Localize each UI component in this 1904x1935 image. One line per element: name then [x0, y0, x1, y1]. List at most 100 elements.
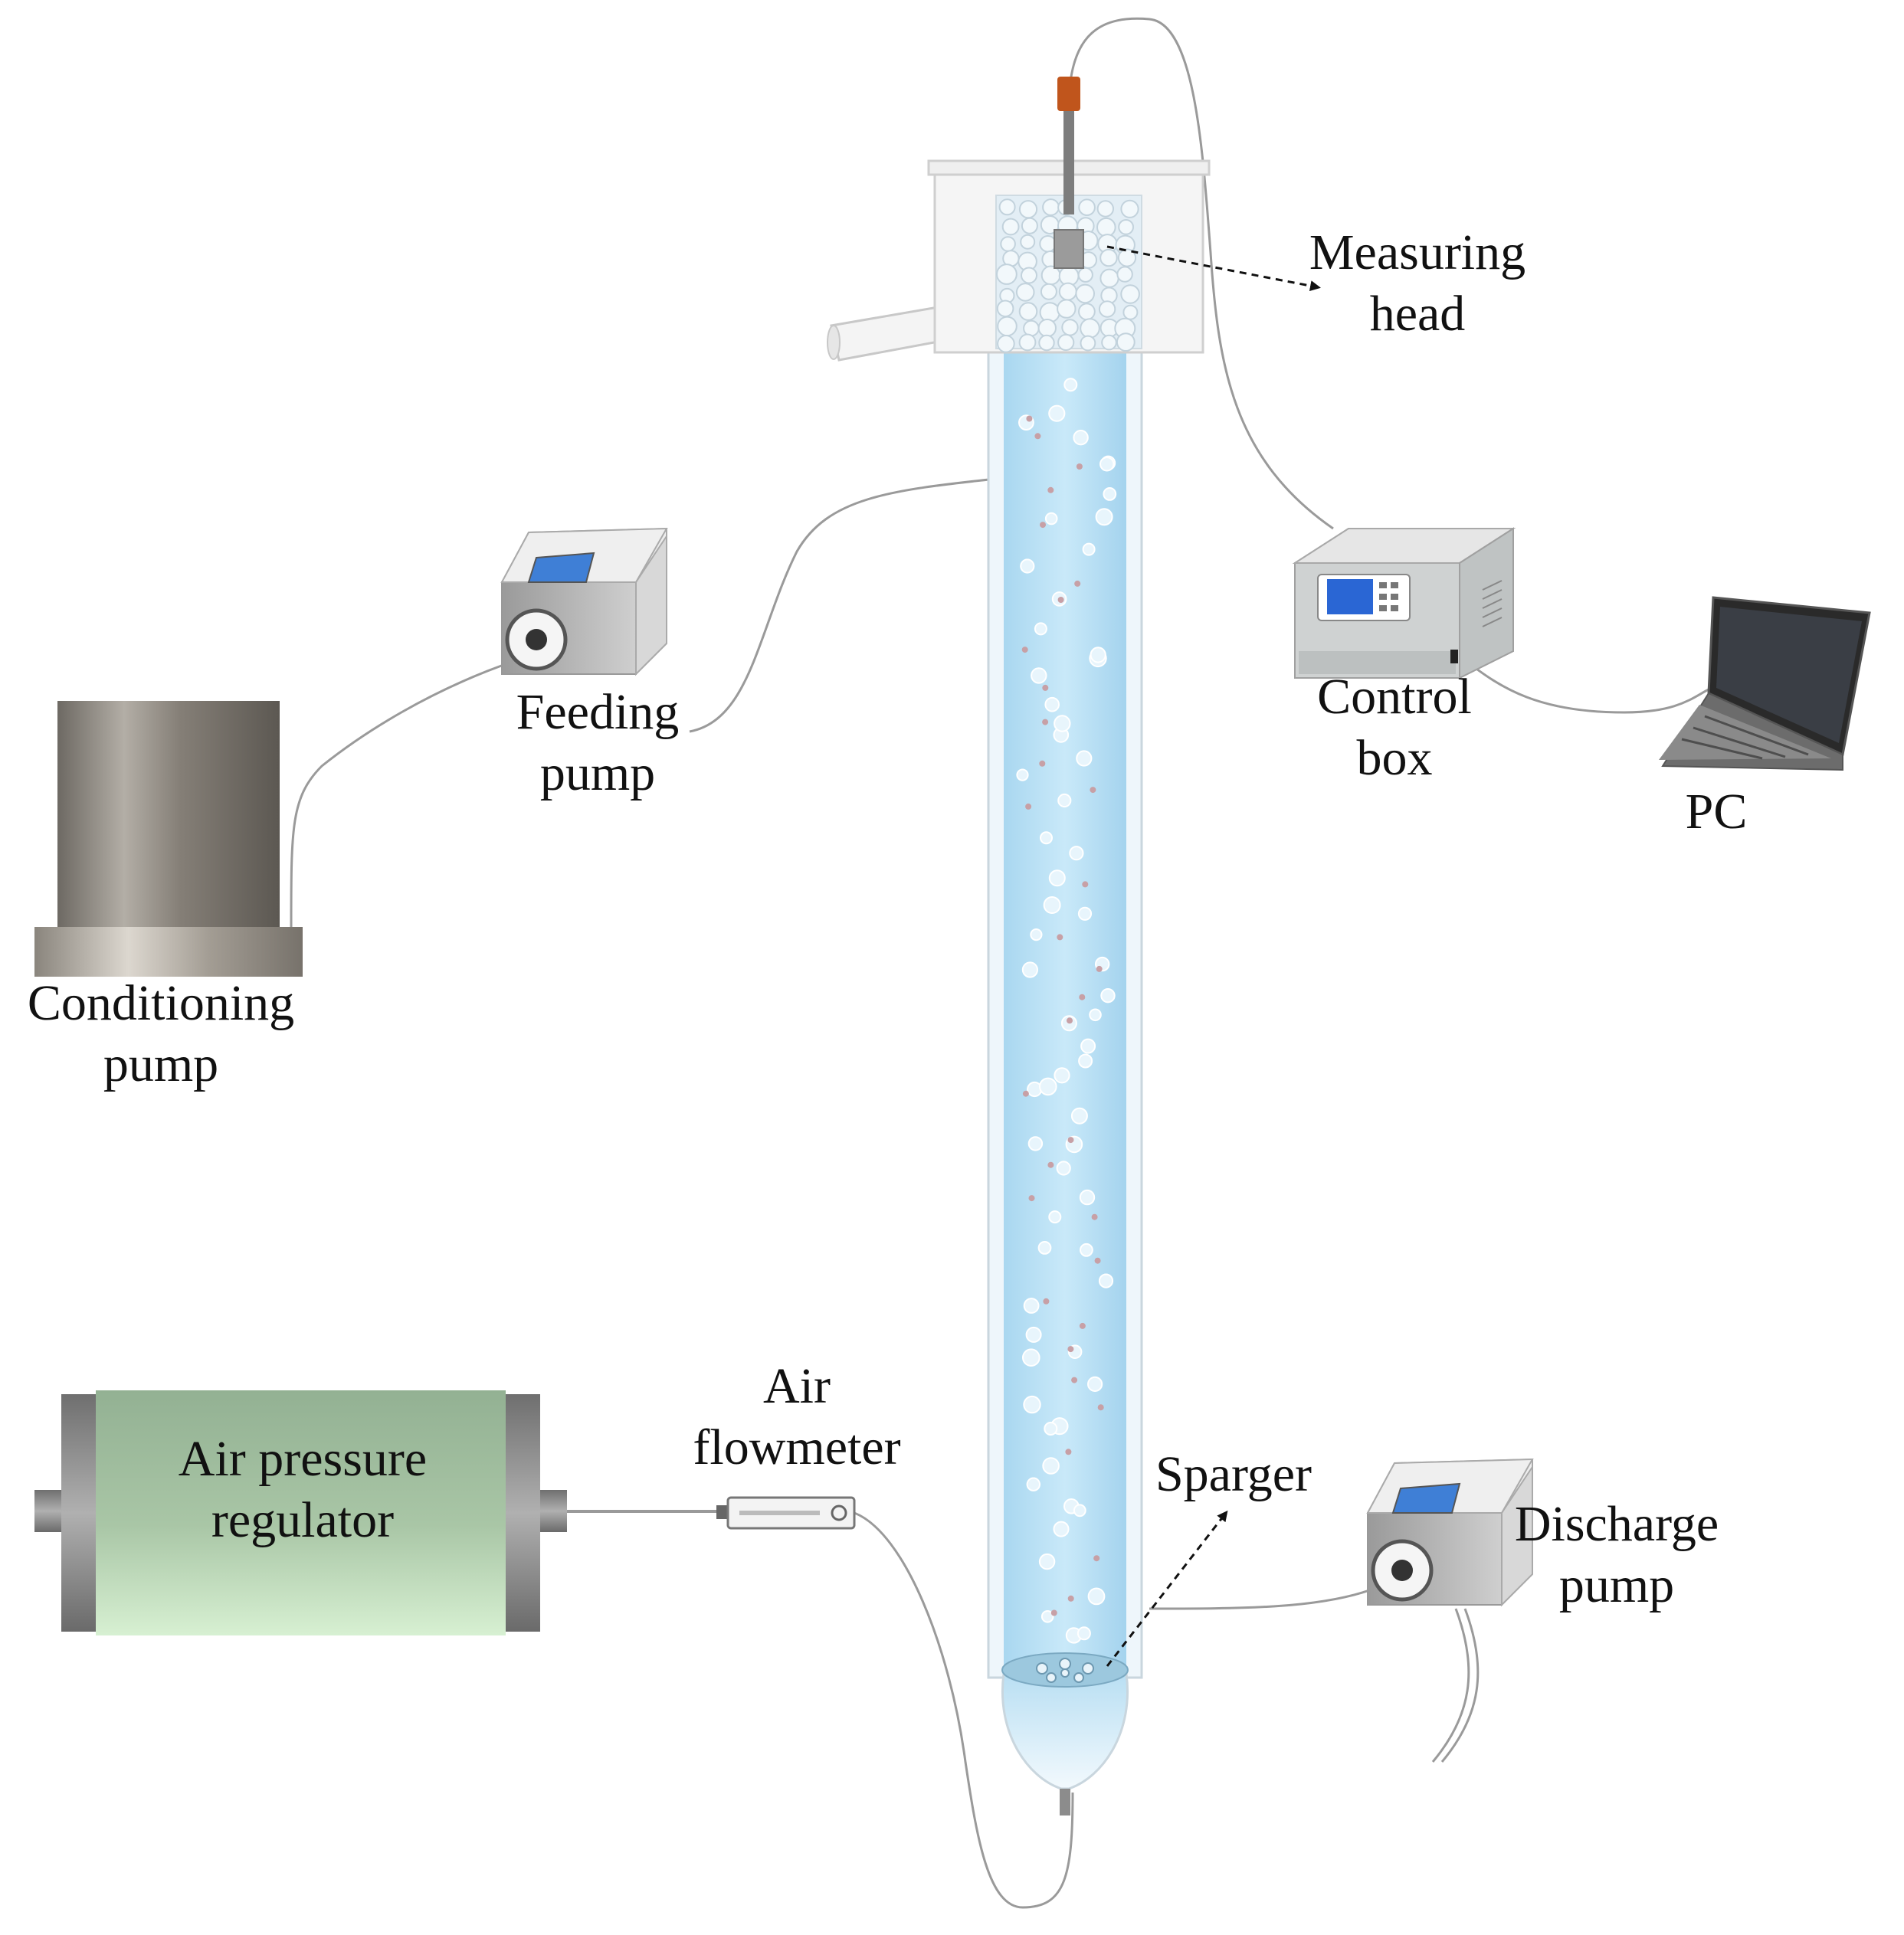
froth-bubble [1018, 302, 1038, 321]
froth-bubble [1057, 333, 1075, 352]
bubble [1044, 512, 1058, 525]
froth-bubble [1080, 335, 1096, 352]
froth-bubble [1018, 200, 1038, 219]
particle [1079, 994, 1086, 1000]
air-flowmeter [716, 1496, 856, 1530]
bubble [1089, 1008, 1102, 1022]
bubble [1044, 696, 1060, 712]
label-sparger: Sparger [1155, 1446, 1312, 1502]
bubble [1077, 906, 1093, 921]
froth-bubble [1080, 318, 1100, 339]
froth-bubble [1075, 283, 1095, 304]
froth-bubble [1061, 319, 1079, 336]
particle [1065, 1449, 1072, 1455]
bubble [1048, 404, 1066, 422]
bubble [1021, 961, 1039, 978]
froth-bubble [1058, 282, 1077, 301]
bubble [1095, 508, 1113, 526]
bubble [1098, 1273, 1114, 1288]
bubble [1031, 667, 1047, 684]
control-box [1292, 527, 1516, 679]
bubble [1057, 793, 1072, 808]
particle [1022, 1090, 1029, 1097]
particle [1047, 1161, 1054, 1168]
particle [1079, 1322, 1086, 1329]
particle [1090, 787, 1096, 794]
bubble [1073, 430, 1089, 446]
discharge-pump [1366, 1458, 1534, 1607]
froth-bubble [1096, 217, 1116, 237]
bubble [1022, 1348, 1040, 1367]
sparger-arrow [1106, 1510, 1228, 1667]
froth-bubble [1120, 199, 1139, 218]
bubble [1080, 1038, 1096, 1054]
label-feeding-pump: Feeding pump [516, 684, 680, 801]
probe-cable [1067, 17, 1334, 530]
particle [1042, 684, 1049, 691]
bubble [1079, 1189, 1096, 1206]
bubble [1076, 750, 1093, 767]
bubble [1016, 768, 1029, 781]
label-discharge-pump: Discharge pump [1514, 1496, 1719, 1613]
particle [1050, 1609, 1057, 1616]
label-measuring-head: Measuring head [1309, 224, 1526, 342]
bubble [1048, 869, 1066, 887]
bubble [1023, 1395, 1041, 1414]
bubble [1087, 1376, 1103, 1393]
particle [1074, 580, 1081, 587]
bubble [1090, 647, 1106, 663]
bubble [1040, 1610, 1054, 1623]
bubble [1087, 1587, 1106, 1606]
bubble [1037, 1241, 1052, 1255]
bubble [1082, 542, 1096, 556]
froth-bubble [997, 316, 1018, 337]
label-air-flowmeter: Air flowmeter [693, 1358, 901, 1475]
particle [1093, 1555, 1100, 1562]
bubble [1023, 1298, 1040, 1314]
bubble [1042, 1457, 1060, 1475]
particle [1067, 1137, 1074, 1144]
froth-bubble [1057, 299, 1077, 319]
froth-bubble [996, 264, 1018, 285]
label-pc: PC [1685, 784, 1748, 840]
particle [1067, 1595, 1074, 1602]
flotation-column [987, 343, 1143, 1815]
froth-bubble [1120, 284, 1140, 304]
bubble [1078, 1053, 1093, 1069]
particle [1067, 1017, 1073, 1024]
bubble [1039, 1077, 1057, 1096]
bubble [1054, 1067, 1070, 1084]
discharge-tube [1149, 1588, 1372, 1610]
froth-bubble [1023, 319, 1040, 337]
bubble [1025, 1326, 1042, 1343]
particle [1057, 597, 1064, 603]
froth-bubble [1021, 217, 1038, 234]
bubble [1030, 928, 1043, 941]
particle [1096, 965, 1103, 972]
froth-bubble [996, 300, 1014, 318]
froth-bubble [1001, 218, 1020, 236]
froth-bubble [1116, 266, 1133, 283]
conditioning-tube [290, 657, 522, 928]
bubbles [1016, 378, 1117, 1644]
froth-bubble [1040, 283, 1057, 300]
particle [1034, 433, 1041, 440]
particle [1057, 934, 1063, 941]
discharge-outlet-tube [1431, 1608, 1470, 1763]
particle [1094, 1257, 1101, 1264]
label-control-box: Control box [1317, 669, 1472, 786]
froth-bubble [1117, 248, 1137, 267]
froth-bubble [1099, 268, 1119, 288]
froth-bubble [1098, 300, 1116, 318]
particle [1047, 486, 1054, 493]
bubble [1040, 831, 1053, 845]
conditioning-tank [34, 701, 303, 977]
bubble [1043, 896, 1061, 914]
particle [1067, 1346, 1074, 1353]
measuring-head-assembly [827, 77, 1211, 362]
froth-bubble [1116, 332, 1136, 352]
label-conditioning-pump: Conditioning pump [27, 975, 295, 1092]
froth-bubble [1000, 236, 1016, 252]
tubing-lines [290, 17, 1709, 1909]
